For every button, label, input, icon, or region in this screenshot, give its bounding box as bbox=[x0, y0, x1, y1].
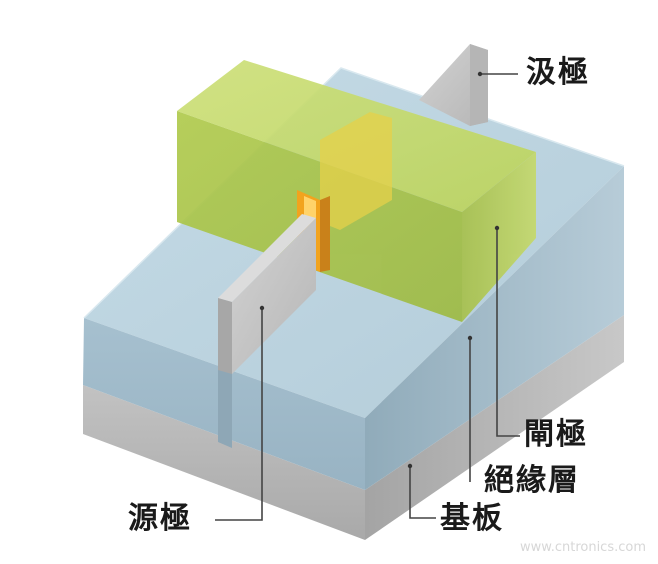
fin-slot bbox=[218, 368, 232, 448]
substrate-leader bbox=[409, 466, 436, 519]
insulator-label: 絕緣層 bbox=[484, 463, 580, 498]
drain-fin bbox=[419, 44, 488, 126]
fin-through-gate bbox=[320, 112, 392, 230]
substrate-front-face bbox=[83, 385, 365, 540]
substrate-label: 基板 bbox=[440, 501, 504, 536]
gate-leader bbox=[496, 228, 520, 437]
gate-side-face bbox=[462, 152, 536, 322]
drain-label: 汲極 bbox=[526, 55, 590, 90]
source-label: 源極 bbox=[128, 501, 192, 536]
gate-label: 閘極 bbox=[524, 417, 588, 452]
source-fin bbox=[218, 214, 316, 374]
source-leader bbox=[215, 308, 263, 521]
substrate-block bbox=[83, 315, 624, 540]
substrate-side-face bbox=[365, 315, 624, 540]
source-fin-edge bbox=[218, 298, 232, 374]
watermark: www.cntronics.com bbox=[520, 540, 647, 555]
insulator-side-face bbox=[365, 166, 624, 490]
source-fin-face bbox=[232, 218, 316, 374]
source-fin-top bbox=[218, 214, 316, 302]
